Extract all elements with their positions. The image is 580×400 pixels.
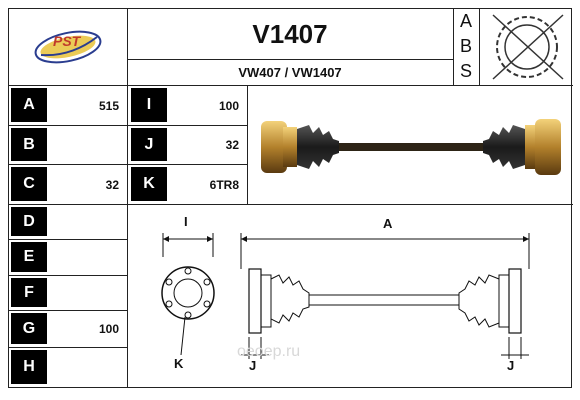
row-value-i: 100 [218,98,239,113]
row-letter-c: C [11,167,47,201]
row-letter-f: F [11,278,47,307]
row-letter-b: B [11,128,47,161]
dimension-label-k: K [174,356,184,371]
brand-logo [31,27,105,67]
row-value-k: 6TR8 [209,177,239,192]
abs-letter-a: A [459,11,472,31]
row-letter-d: D [11,207,47,236]
dimension-label-j-right: J [507,358,515,373]
row-value-j: 32 [225,138,239,152]
row-value-d [47,205,127,239]
row-letter-g: G [11,313,47,344]
row-value-a: 515 [98,98,119,113]
dimension-label-a: A [383,216,393,231]
row-value-f [47,276,127,310]
dimension-label-j-left: J [249,358,257,373]
part-number: V1407 [252,19,328,49]
dimension-diagram [149,209,569,385]
reference-numbers: VW407 / VW1407 [238,65,342,80]
dimension-label-i: I [184,214,188,229]
spec-sheet: PST V1407 VW407 / VW1407 A B S A B C D E… [8,8,573,388]
row-letter-i: I [131,88,167,122]
row-letter-k: K [131,167,167,201]
row-letter-a: A [11,88,47,122]
abs-ring-crossed-icon [485,11,569,83]
row-value-h [47,348,127,387]
abs-letter-b: B [459,36,472,56]
drive-shaft-photo [253,99,569,199]
row-letter-e: E [11,242,47,272]
row-value-g: 100 [98,322,119,336]
row-value-e [47,240,127,275]
abs-letter-s: S [459,61,472,81]
row-value-c: 32 [105,177,119,192]
row-letter-h: H [11,350,47,384]
row-value-b [47,126,127,164]
watermark: oeoep.ru [237,343,301,360]
logo-text: PST [53,33,81,49]
row-letter-j: J [131,128,167,161]
